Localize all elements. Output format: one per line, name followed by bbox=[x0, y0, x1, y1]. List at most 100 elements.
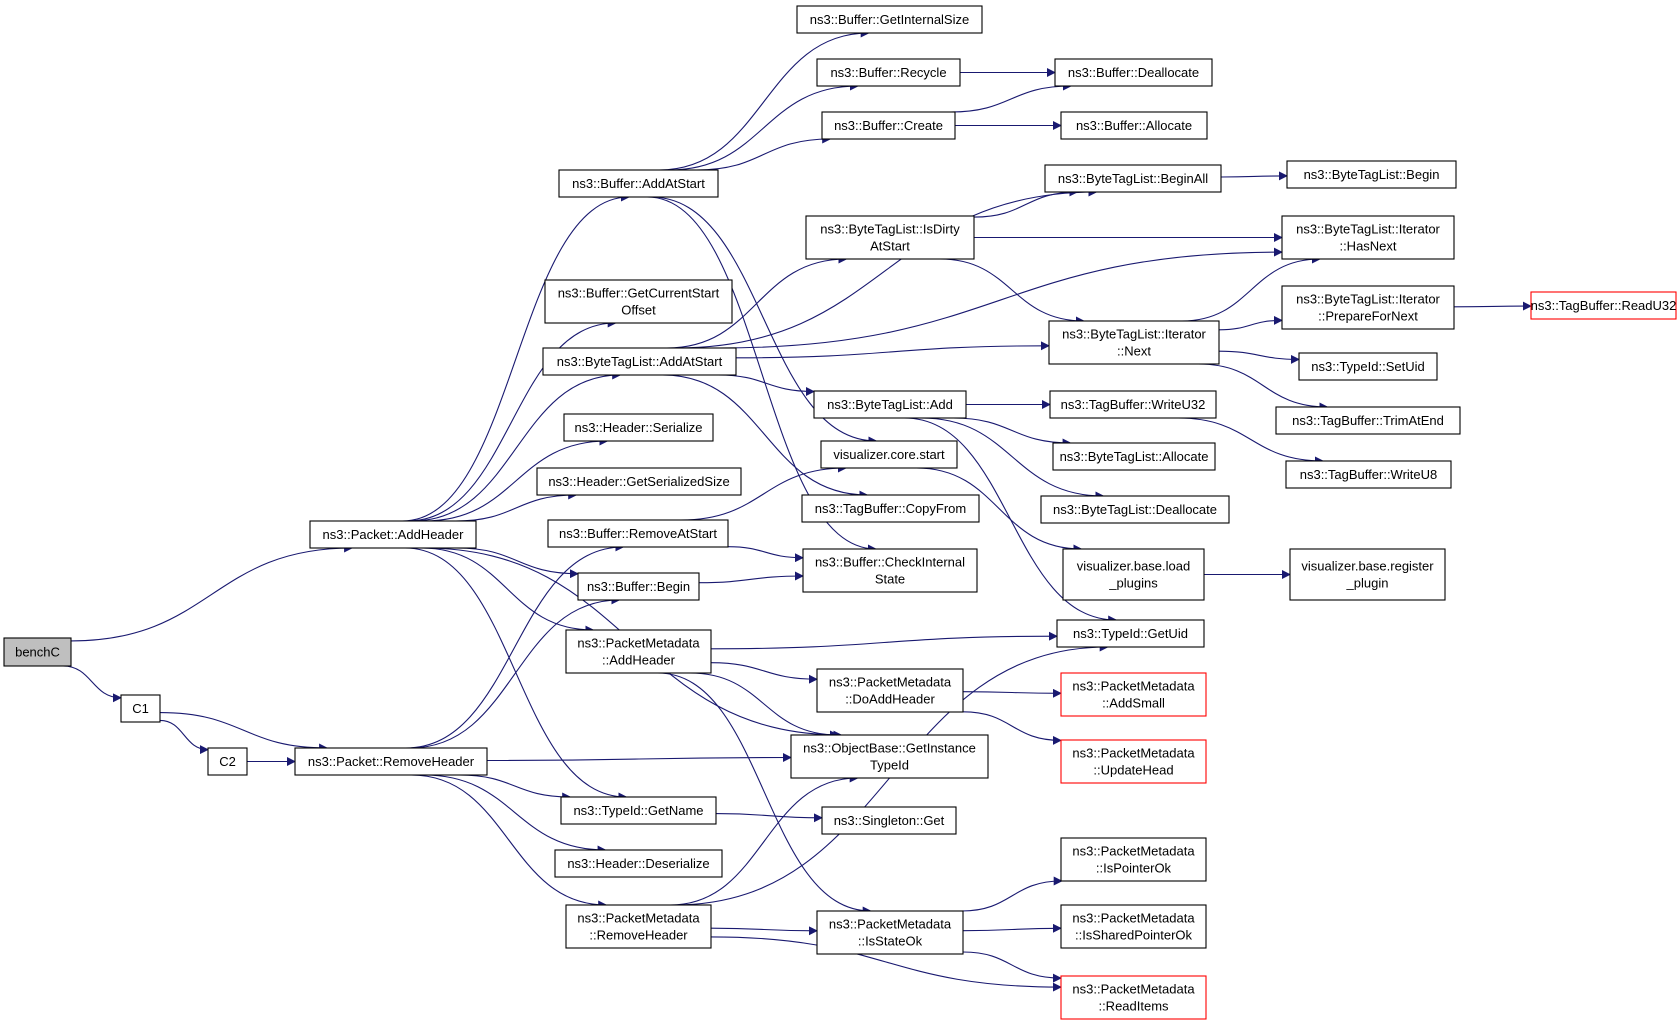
node-btlbegin-all[interactable]: ns3::ByteTagList::BeginAll bbox=[1044, 164, 1222, 193]
node-vis-core-start[interactable]: visualizer.core.start bbox=[820, 440, 958, 469]
node-label: ns3::Packet::AddHeader bbox=[323, 527, 465, 542]
node-btlbegin[interactable]: ns3::ByteTagList::Begin bbox=[1286, 160, 1457, 189]
node-label: ns3::TagBuffer::CopyFrom bbox=[815, 501, 967, 516]
node-type-id-get-uid[interactable]: ns3::TypeId::GetUid bbox=[1056, 619, 1205, 648]
node-tag-buf-write-u32[interactable]: ns3::TagBuffer::WriteU32 bbox=[1049, 390, 1217, 419]
node-type-id-get-name[interactable]: ns3::TypeId::GetName bbox=[560, 796, 717, 825]
node-type-id-set-uid[interactable]: ns3::TypeId::SetUid bbox=[1298, 352, 1438, 381]
edge-buf-add-at-start-to-buf-get-internal-size bbox=[659, 28, 870, 171]
node-box bbox=[1060, 904, 1207, 949]
node-label: _plugins bbox=[1108, 576, 1158, 591]
node-tag-buf-read-u32[interactable]: ns3::TagBuffer::ReadU32 bbox=[1530, 291, 1677, 320]
node-box bbox=[801, 494, 980, 523]
node-box bbox=[796, 5, 983, 34]
node-btlallocate[interactable]: ns3::ByteTagList::Allocate bbox=[1052, 442, 1216, 471]
node-buf-recycle[interactable]: ns3::Buffer::Recycle bbox=[816, 58, 961, 87]
edge-packet-add-header-to-buf-begin bbox=[456, 547, 579, 579]
node-buf-remove-at-start[interactable]: ns3::Buffer::RemoveAtStart bbox=[547, 519, 729, 548]
node-buf-create[interactable]: ns3::Buffer::Create bbox=[821, 111, 956, 140]
node-box bbox=[1060, 837, 1207, 882]
edge-btliter-next-to-btliter-prepare bbox=[1218, 315, 1283, 331]
node-pmread-items[interactable]: ns3::PacketMetadata::ReadItems bbox=[1060, 975, 1207, 1020]
node-pmupdate-head[interactable]: ns3::PacketMetadata::UpdateHead bbox=[1060, 739, 1207, 784]
node-header-deserialize[interactable]: ns3::Header::Deserialize bbox=[554, 849, 723, 878]
node-label: ns3::ObjectBase::GetInstance bbox=[803, 741, 976, 756]
node-box bbox=[577, 572, 700, 601]
edge-pmadd-header-to-type-id-get-uid bbox=[710, 631, 1058, 650]
node-packet-remove-header[interactable]: ns3::Packet::RemoveHeader bbox=[294, 747, 488, 776]
node-box bbox=[1044, 164, 1222, 193]
edge-bench-c-to-c1 bbox=[62, 665, 122, 703]
node-c1[interactable]: C1 bbox=[120, 694, 161, 723]
node-box bbox=[547, 519, 729, 548]
node-vis-load-plugins[interactable]: visualizer.base.load_plugins bbox=[1062, 548, 1205, 601]
node-label: ::DoAddHeader bbox=[845, 692, 935, 707]
node-buf-begin[interactable]: ns3::Buffer::Begin bbox=[577, 572, 700, 601]
node-btliter-prepare[interactable]: ns3::ByteTagList::Iterator::PrepareForNe… bbox=[1281, 285, 1455, 330]
node-label: ns3::TagBuffer::TrimAtEnd bbox=[1292, 413, 1444, 428]
node-box bbox=[1060, 975, 1207, 1020]
node-label: ::AddHeader bbox=[602, 653, 676, 668]
node-c2[interactable]: C2 bbox=[207, 747, 248, 776]
node-singleton-get[interactable]: ns3::Singleton::Get bbox=[821, 806, 957, 835]
edge-pmis-state-ok-to-pmis-pointer-ok bbox=[961, 876, 1063, 912]
node-box bbox=[294, 747, 488, 776]
node-btladd-at-start[interactable]: ns3::ByteTagList::AddAtStart bbox=[542, 347, 737, 376]
edge-btladd-at-start-to-btlis-dirty bbox=[666, 254, 848, 349]
node-vis-register-plugin[interactable]: visualizer.base.register_plugin bbox=[1289, 548, 1446, 601]
node-btliter-next[interactable]: ns3::ByteTagList::Iterator::Next bbox=[1048, 320, 1220, 365]
node-box bbox=[558, 169, 719, 198]
node-label: ns3::Header::Serialize bbox=[575, 420, 703, 435]
node-tag-buf-copy-from[interactable]: ns3::TagBuffer::CopyFrom bbox=[801, 494, 980, 523]
node-btliter-has-next[interactable]: ns3::ByteTagList::Iterator::HasNext bbox=[1281, 215, 1455, 260]
node-label: ::UpdateHead bbox=[1093, 763, 1173, 778]
edge-pmremove-header-to-obj-get-inst-type-id bbox=[670, 773, 859, 906]
edge-btladd-at-start-to-btladd bbox=[718, 374, 815, 396]
node-pmis-pointer-ok[interactable]: ns3::PacketMetadata::IsPointerOk bbox=[1060, 837, 1207, 882]
node-buf-deallocate[interactable]: ns3::Buffer::Deallocate bbox=[1054, 58, 1213, 87]
node-pmdo-add-header[interactable]: ns3::PacketMetadata::DoAddHeader bbox=[816, 668, 964, 713]
node-label: C2 bbox=[219, 754, 236, 769]
node-packet-add-header[interactable]: ns3::Packet::AddHeader bbox=[309, 520, 477, 549]
node-box bbox=[1054, 58, 1213, 87]
node-label: ::IsPointerOk bbox=[1096, 861, 1172, 876]
edge-c1-to-packet-remove-header bbox=[159, 712, 329, 753]
node-header-get-ser-size[interactable]: ns3::Header::GetSerializedSize bbox=[536, 467, 742, 496]
node-btladd[interactable]: ns3::ByteTagList::Add bbox=[813, 390, 967, 419]
edge-packet-add-header-to-header-get-ser-size bbox=[455, 490, 578, 522]
node-box bbox=[1052, 442, 1216, 471]
node-label: ns3::PacketMetadata bbox=[1072, 679, 1195, 694]
node-pmadd-header[interactable]: ns3::PacketMetadata::AddHeader bbox=[565, 629, 712, 674]
node-buf-allocate[interactable]: ns3::Buffer::Allocate bbox=[1060, 111, 1208, 140]
node-btldeallocate[interactable]: ns3::ByteTagList::Deallocate bbox=[1040, 495, 1230, 524]
node-bench-c[interactable]: benchC bbox=[3, 637, 72, 667]
node-buf-add-at-start[interactable]: ns3::Buffer::AddAtStart bbox=[558, 169, 719, 198]
edge-buf-remove-at-start-to-buf-check-internal bbox=[727, 546, 804, 563]
node-tag-buf-trim-at-end[interactable]: ns3::TagBuffer::TrimAtEnd bbox=[1275, 406, 1461, 435]
node-buf-get-internal-size[interactable]: ns3::Buffer::GetInternalSize bbox=[796, 5, 983, 34]
node-box bbox=[820, 440, 958, 469]
node-header-serialize[interactable]: ns3::Header::Serialize bbox=[563, 413, 714, 442]
node-tag-buf-write-u8[interactable]: ns3::TagBuffer::WriteU8 bbox=[1285, 460, 1452, 489]
node-pmis-state-ok[interactable]: ns3::PacketMetadata::IsStateOk bbox=[816, 910, 964, 955]
node-label: ns3::Buffer::GetInternalSize bbox=[810, 12, 969, 27]
node-pmadd-small[interactable]: ns3::PacketMetadata::AddSmall bbox=[1060, 672, 1207, 717]
node-label: ns3::ByteTagList::Begin bbox=[1304, 167, 1440, 182]
node-box bbox=[1285, 460, 1452, 489]
node-label: ns3::ByteTagList::IsDirty bbox=[820, 222, 960, 237]
node-pmremove-header[interactable]: ns3::PacketMetadata::RemoveHeader bbox=[565, 904, 712, 949]
node-box bbox=[816, 58, 961, 87]
node-box bbox=[565, 629, 712, 674]
node-label: ns3::Buffer::Create bbox=[834, 118, 943, 133]
edge-buf-add-at-start-to-vis-core-start bbox=[650, 196, 878, 446]
edge-btladd-at-start-to-btliter-has-next bbox=[718, 247, 1283, 349]
edge-buf-begin-to-buf-check-internal bbox=[698, 571, 804, 584]
node-label: ::ReadItems bbox=[1098, 999, 1169, 1014]
node-pmis-shared-ptr-ok[interactable]: ns3::PacketMetadata::IsSharedPointerOk bbox=[1060, 904, 1207, 949]
node-label: ns3::ByteTagList::Deallocate bbox=[1053, 502, 1217, 517]
node-box bbox=[802, 548, 978, 593]
